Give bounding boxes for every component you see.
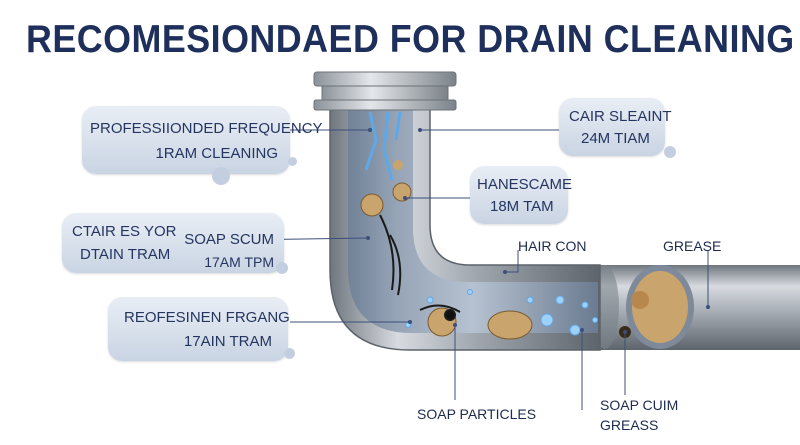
callout-hanescame-line2: 18M TAM [490, 198, 554, 215]
callout-professional-frequency: PROFESSIIONDED FREQUENCY 1RAM CLEANING [82, 106, 323, 174]
callout-professional-line2: 1RAM CLEANING [155, 145, 278, 162]
callout-ctair-left2: DTAIN TRAM [80, 246, 171, 263]
callout-reofesinen: REOFESINEN FRGANG 17AIN TRAM [108, 297, 290, 361]
callout-reofesinen-line1: REOFESINEN FRGANG [124, 309, 290, 326]
callout-cair-sleaint: CAIR SLEAINT 24M TIAM [559, 98, 672, 156]
callout-tail-dot [664, 146, 676, 158]
hair-clump [379, 214, 461, 321]
callout-tail-dot [212, 167, 230, 185]
callout-hanescame-line1: HANESCAME [477, 176, 573, 193]
page-title: RECOMESIONDAED FOR DRAIN CLEANING [26, 18, 795, 61]
callout-reofesinen-line2: 17AIN TRAM [183, 333, 272, 350]
callout-ctair-right1: SOAP SCUM [184, 231, 274, 248]
leader-endpoints [366, 128, 710, 334]
label-soap-particles: SOAP PARTICLES [417, 406, 537, 422]
callout-cair-line1: CAIR SLEAINT [569, 108, 672, 125]
callout-ctair-right2: 17AM TPM [204, 254, 274, 270]
callout-tail-dot [276, 262, 288, 274]
label-greass: GREASS [600, 417, 659, 433]
drain-flange [313, 71, 457, 111]
callout-ctair-soap-scum: CTAIR ES YOR DTAIN TRAM SOAP SCUM 17AM T… [62, 213, 284, 273]
callout-tail-dot [284, 348, 295, 359]
water-stream [364, 111, 402, 181]
soap-bubbles [405, 289, 598, 336]
label-soap-cuim: SOAP CUIM [600, 397, 679, 413]
callout-cair-line2: 24M TIAM [581, 130, 650, 147]
label-grease: GREASE [663, 238, 722, 254]
callout-tail-dot [288, 157, 297, 166]
callout-ctair-left1: CTAIR ES YOR [72, 223, 177, 240]
callout-professional-line1: PROFESSIIONDED FREQUENCY [90, 120, 323, 137]
callout-hanescame: HANESCAME 18M TAM [470, 166, 572, 224]
label-hair-con: HAIR CON [518, 238, 587, 254]
debris-particles [360, 160, 649, 340]
